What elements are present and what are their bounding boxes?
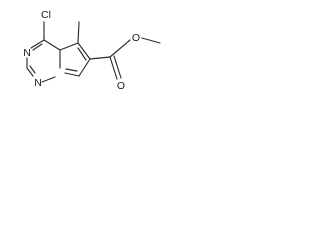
atom-label-layer: Cl N N O O [23, 9, 140, 92]
bond-carbonyl-o-a [109, 56, 118, 80]
atom-label-n1: N [34, 77, 42, 89]
bond-c5-c6-inner [77, 47, 87, 61]
bond-c5-c6 [77, 42, 91, 60]
bond-carbonyl-o-b [113, 55, 122, 79]
bond-ccarbonyl-oester [109, 39, 131, 58]
bond-c6-c7 [78, 58, 91, 77]
bond-layer [26, 21, 161, 83]
bond-c6-ccarbonyl [89, 56, 111, 60]
bond-c8a-c5 [59, 42, 79, 51]
atom-label-cl: Cl [41, 9, 51, 21]
bond-c5-methyl [77, 21, 80, 44]
bond-c7-n8-inner [65, 68, 78, 72]
chemical-structure-diagram: Cl N N O O [23, 9, 161, 92]
atom-label-n3: N [23, 47, 31, 59]
atom-label-o-ester: O [132, 32, 140, 44]
bond-c2-n1-inner [29, 65, 36, 74]
bond-n1-n8 [41, 76, 56, 83]
atom-label-o-carbonyl: O [117, 80, 125, 92]
bond-oester-methyl [141, 37, 161, 44]
bond-c4-n3 [30, 39, 45, 49]
bond-c7-n8 [64, 72, 80, 77]
bond-c4-n3-inner [32, 43, 43, 51]
bond-c8a-c4 [43, 39, 61, 51]
bond-c2-n1 [26, 67, 34, 77]
